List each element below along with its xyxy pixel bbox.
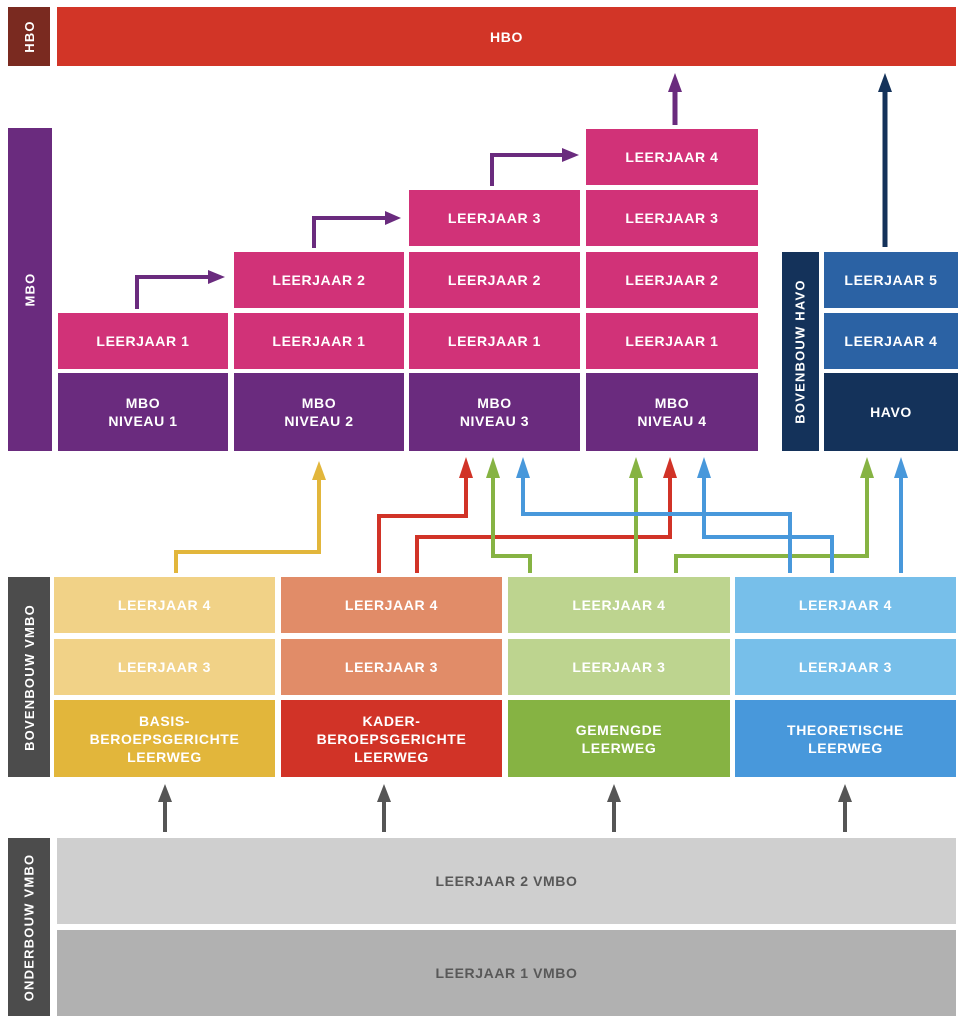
mbo-niveau-1: MBO NIVEAU 1 [58,373,228,451]
gemengd-leerjaar-4: LEERJAAR 4 [508,577,730,633]
mbo-step-arrow-1 [135,275,208,309]
kader-leerweg: KADER- BEROEPSGERICHTE LEERWEG [281,700,502,777]
theor-to-mbo3-arrow [521,478,792,573]
mbo-4-leerjaar-4: LEERJAAR 4 [586,129,758,185]
theor-leerweg: THEORETISCHE LEERWEG [735,700,956,777]
theor-to-mbo3-arrowhead [516,457,530,478]
mbo-4-leerjaar-3: LEERJAAR 3 [586,190,758,246]
gemengd-leerjaar-3: LEERJAAR 3 [508,639,730,695]
mbo-2-leerjaar-1: LEERJAAR 1 [234,313,404,369]
mbo-3-leerjaar-2: LEERJAAR 2 [409,252,580,308]
mbo-niveau-3: MBO NIVEAU 3 [409,373,580,451]
kader-to-mbo3-arrowhead [459,457,473,478]
gemengd-to-havo-arrowhead [860,457,874,478]
theor-to-mbo4-arrowhead [697,457,711,478]
vmbo-leerjaar-2: LEERJAAR 2 VMBO [57,838,956,924]
onder-to-basis-arrowhead [158,784,172,802]
mbo-4-leerjaar-2: LEERJAAR 2 [586,252,758,308]
basis-leerweg: BASIS- BEROEPSGERICHTE LEERWEG [54,700,275,777]
vmbo-leerjaar-1: LEERJAAR 1 VMBO [57,930,956,1016]
havo-to-hbo-arrowhead [878,73,892,92]
havo-leerjaar-5: LEERJAAR 5 [824,252,958,308]
mbo-step-arrow-3 [490,153,562,186]
vmbo-onder-side-label: ONDERBOUW VMBO [8,838,50,1016]
gemengd-to-mbo3-arrow [491,478,532,573]
mbo-niveau-4: MBO NIVEAU 4 [586,373,758,451]
gemengd-to-mbo4-arrowhead [629,457,643,478]
theor-to-havo-arrowhead [894,457,908,478]
havo-side-label: BOVENBOUW HAVO [782,252,819,451]
gemengd-to-mbo3-arrowhead [486,457,500,478]
mbo-step-arrowhead-3 [562,148,579,162]
hbo-block: HBO [57,7,956,66]
kader-leerjaar-3: LEERJAAR 3 [281,639,502,695]
theor-to-mbo4-arrow [702,478,834,573]
mbo-4-leerjaar-1: LEERJAAR 1 [586,313,758,369]
mbo-niveau-2: MBO NIVEAU 2 [234,373,404,451]
gemengd-to-havo-arrow [674,478,869,573]
mbo-step-arrow-2 [312,216,385,248]
mbo-step-arrowhead-2 [385,211,401,225]
havo-base: HAVO [824,373,958,451]
onder-to-gemengd-arrowhead [607,784,621,802]
kader-to-mbo4-arrow [415,478,672,573]
kader-to-mbo4-arrowhead [663,457,677,478]
mbo-step-arrowhead-1 [208,270,225,284]
mbo-3-leerjaar-1: LEERJAAR 1 [409,313,580,369]
mbo-2-leerjaar-2: LEERJAAR 2 [234,252,404,308]
onder-to-kader-arrowhead [377,784,391,802]
vmbo-boven-side-label: BOVENBOUW VMBO [8,577,50,777]
mbo-1-leerjaar-1: LEERJAAR 1 [58,313,228,369]
kader-to-mbo3-arrow [377,478,468,573]
basis-to-mbo2-arrowhead [312,461,326,480]
theor-leerjaar-3: LEERJAAR 3 [735,639,956,695]
basis-leerjaar-3: LEERJAAR 3 [54,639,275,695]
onder-to-theor-arrowhead [838,784,852,802]
theor-leerjaar-4: LEERJAAR 4 [735,577,956,633]
havo-leerjaar-4: LEERJAAR 4 [824,313,958,369]
gemengd-leerweg: GEMENGDE LEERWEG [508,700,730,777]
hbo-side-label: HBO [8,7,50,66]
mbo-3-leerjaar-3: LEERJAAR 3 [409,190,580,246]
mbo-side-label: MBO [8,128,52,451]
kader-leerjaar-4: LEERJAAR 4 [281,577,502,633]
basis-leerjaar-4: LEERJAAR 4 [54,577,275,633]
mbo4-to-hbo-arrowhead [668,73,682,92]
basis-to-mbo2-arrow [174,478,321,573]
